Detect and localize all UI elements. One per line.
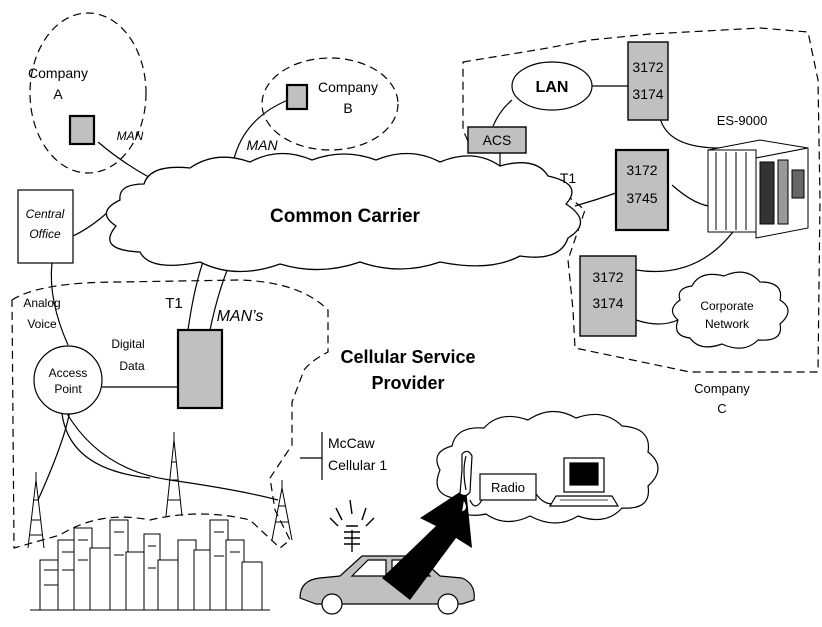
man-a-label: MAN xyxy=(117,129,144,143)
digital-data-label-2: Data xyxy=(119,359,145,373)
man-b-label: MAN xyxy=(246,137,278,153)
phone-radio-link xyxy=(469,499,483,507)
central-office-node xyxy=(17,189,74,264)
uplink-arrow-icon xyxy=(382,488,472,600)
lan-node xyxy=(511,61,593,111)
cellular-switch-node xyxy=(176,328,224,410)
box-mid-label-1: 3172 xyxy=(626,162,657,178)
cell-tower-left-icon xyxy=(27,472,45,549)
access-point-node xyxy=(33,345,103,415)
controller-3172-3174-low xyxy=(579,255,637,337)
controller-3172-3174-top xyxy=(627,41,669,121)
company-a-label-2: A xyxy=(53,86,63,102)
mccaw-label-1: McCaw xyxy=(328,435,376,451)
mans-label: MAN’s xyxy=(217,308,264,325)
box-low-label-1: 3172 xyxy=(592,269,623,285)
t1-left-label: T1 xyxy=(165,295,183,312)
access-point-label-1: Access xyxy=(49,366,88,380)
controller-3172-3745 xyxy=(614,148,670,232)
company-a-label-1: Company xyxy=(28,65,88,81)
cell-tower-center-icon xyxy=(165,432,183,517)
analog-voice-label-1: Analog xyxy=(23,296,60,310)
telephone-handset-icon xyxy=(459,450,473,513)
central-office-label-1: Central xyxy=(26,207,65,221)
box-low-label-2: 3174 xyxy=(592,295,623,311)
box-top-label-1: 3172 xyxy=(632,59,663,75)
mccaw-marker xyxy=(300,432,323,480)
company-a-region xyxy=(29,12,147,174)
cell-tower-right-icon xyxy=(271,480,293,541)
acs-lan-link xyxy=(492,99,513,127)
corporate-network-label-2: Network xyxy=(705,317,750,331)
common-carrier-cloud xyxy=(105,152,582,273)
analog-voice-link xyxy=(50,262,69,346)
box-top-label-2: 3174 xyxy=(632,86,663,102)
company-b-region xyxy=(261,57,399,151)
mccaw-label-2: Cellular 1 xyxy=(328,457,387,473)
tower-link-mid xyxy=(61,413,151,479)
radio-label: Radio xyxy=(491,480,525,495)
t1-right-link xyxy=(574,192,617,207)
lan-label: LAN xyxy=(536,79,569,96)
box-mid-label-2: 3745 xyxy=(626,190,657,206)
mainframe-link-low xyxy=(635,224,739,273)
corporate-network-label-1: Corporate xyxy=(700,299,754,313)
antenna-icon xyxy=(329,499,375,552)
corporate-network-cloud xyxy=(671,271,789,349)
company-b-node xyxy=(285,83,309,111)
cellular-provider-label-2: Provider xyxy=(371,373,444,393)
access-point-label-2: Point xyxy=(54,382,82,396)
common-carrier-label: Common Carrier xyxy=(270,206,421,227)
es9000-label: ES-9000 xyxy=(717,113,768,128)
computer-icon xyxy=(548,457,620,507)
car-icon xyxy=(299,555,475,615)
corporate-link xyxy=(635,319,679,325)
cellular-provider-region xyxy=(11,279,329,549)
cellular-provider-label-1: Cellular Service xyxy=(340,347,475,367)
mainframe-link-top xyxy=(659,117,721,149)
city-skyline-icon xyxy=(30,519,270,611)
t1-right-label: T1 xyxy=(560,170,577,186)
digital-data-label-1: Digital xyxy=(111,337,144,351)
radio-node xyxy=(479,473,537,501)
analog-voice-label-2: Voice xyxy=(27,317,57,331)
company-c-label-2: C xyxy=(717,401,726,416)
tower-link-left xyxy=(37,409,71,501)
central-office-link xyxy=(72,211,109,237)
acs-node xyxy=(467,126,527,154)
es9000-mainframe-icon xyxy=(707,139,809,239)
central-office-label-2: Office xyxy=(29,227,61,241)
company-b-label-2: B xyxy=(343,100,352,116)
acs-label: ACS xyxy=(483,132,512,148)
company-a-node xyxy=(68,114,96,146)
company-b-label-1: Company xyxy=(318,79,378,95)
company-c-label-1: Company xyxy=(694,381,750,396)
